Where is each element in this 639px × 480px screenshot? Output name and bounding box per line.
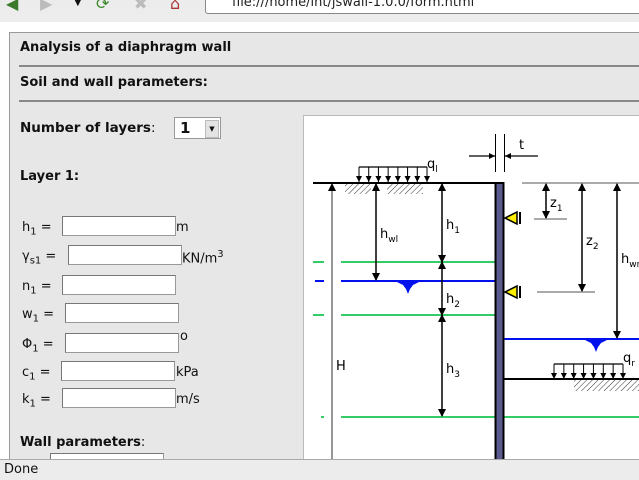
field-label: w1 = <box>22 307 55 325</box>
reload-icon[interactable]: ⟳ <box>96 0 110 13</box>
page-content: Analysis of a diaphragm wall Soil and wa… <box>0 22 639 474</box>
label-z1: z1 <box>550 196 563 214</box>
field-label: γs1 = <box>22 249 57 267</box>
status-bar: Done <box>0 459 639 480</box>
label-h3: h3 <box>446 362 460 380</box>
label-t: t <box>519 138 524 153</box>
section-title: Soil and wall parameters: <box>20 75 208 90</box>
wall-heading: Wall parameters <box>20 435 141 450</box>
layers-label: Number of layers <box>20 120 151 136</box>
field-input[interactable] <box>62 216 176 236</box>
water-level-icon <box>397 282 419 294</box>
field-label: Φ1 = <box>22 337 54 355</box>
label-ql: ql <box>427 157 438 175</box>
field-input[interactable] <box>65 333 179 353</box>
label-H: H <box>336 359 346 374</box>
unit-label: kPa <box>176 365 199 380</box>
label-hwl: hwl <box>380 227 398 245</box>
field-input[interactable] <box>62 388 176 408</box>
back-icon[interactable]: ◀ <box>6 0 19 13</box>
label-h1: h1 <box>446 218 460 236</box>
select-value: 1 <box>180 119 191 137</box>
unit-label: o <box>180 329 188 344</box>
home-icon[interactable]: ⌂ <box>170 0 181 13</box>
anchor-icon <box>503 284 521 300</box>
field-input[interactable] <box>65 303 179 323</box>
stop-icon[interactable]: ✖ <box>134 0 148 13</box>
history-dropdown-icon[interactable]: ▼ <box>74 0 82 8</box>
field-input[interactable] <box>68 245 182 265</box>
field-label: c1 = <box>22 365 51 383</box>
field-label: k1 = <box>22 392 51 410</box>
form-panel: Analysis of a diaphragm wall Soil and wa… <box>9 32 639 474</box>
unit-label: KN/m3 <box>182 249 224 267</box>
water-level-icon <box>585 340 607 352</box>
layer-heading: Layer 1: <box>20 169 80 184</box>
label-qr: qr <box>623 351 635 369</box>
soil-hatch <box>387 184 423 194</box>
browser-toolbar: ◀ ▶ ▼ ⟳ ✖ ⌂ file:///home/int/jswall-1.0.… <box>0 0 639 14</box>
field-label: h1 = <box>22 220 52 238</box>
number-of-layers-select[interactable]: 1▼ <box>174 117 221 139</box>
soil-hatch <box>345 184 371 194</box>
label-hwr: hwr <box>621 252 639 270</box>
soil-hatch <box>574 380 639 391</box>
forward-icon[interactable]: ▶ <box>40 0 53 13</box>
url-text: file:///home/int/jswall-1.0.0/form.html <box>232 0 475 10</box>
unit-label: m/s <box>176 392 200 407</box>
page-title: Analysis of a diaphragm wall <box>20 40 232 55</box>
anchor-icon <box>503 210 521 226</box>
field-input[interactable] <box>62 275 176 295</box>
chevron-down-icon: ▼ <box>205 120 219 138</box>
divider <box>19 65 639 67</box>
field-input[interactable] <box>61 361 175 381</box>
wall <box>494 182 505 474</box>
url-bar[interactable]: file:///home/int/jswall-1.0.0/form.html <box>205 0 639 14</box>
unit-label: m <box>176 220 189 235</box>
label-z2: z2 <box>586 234 599 252</box>
label-h2: h2 <box>446 292 460 310</box>
field-label: n1 = <box>22 279 52 297</box>
divider <box>19 100 639 102</box>
